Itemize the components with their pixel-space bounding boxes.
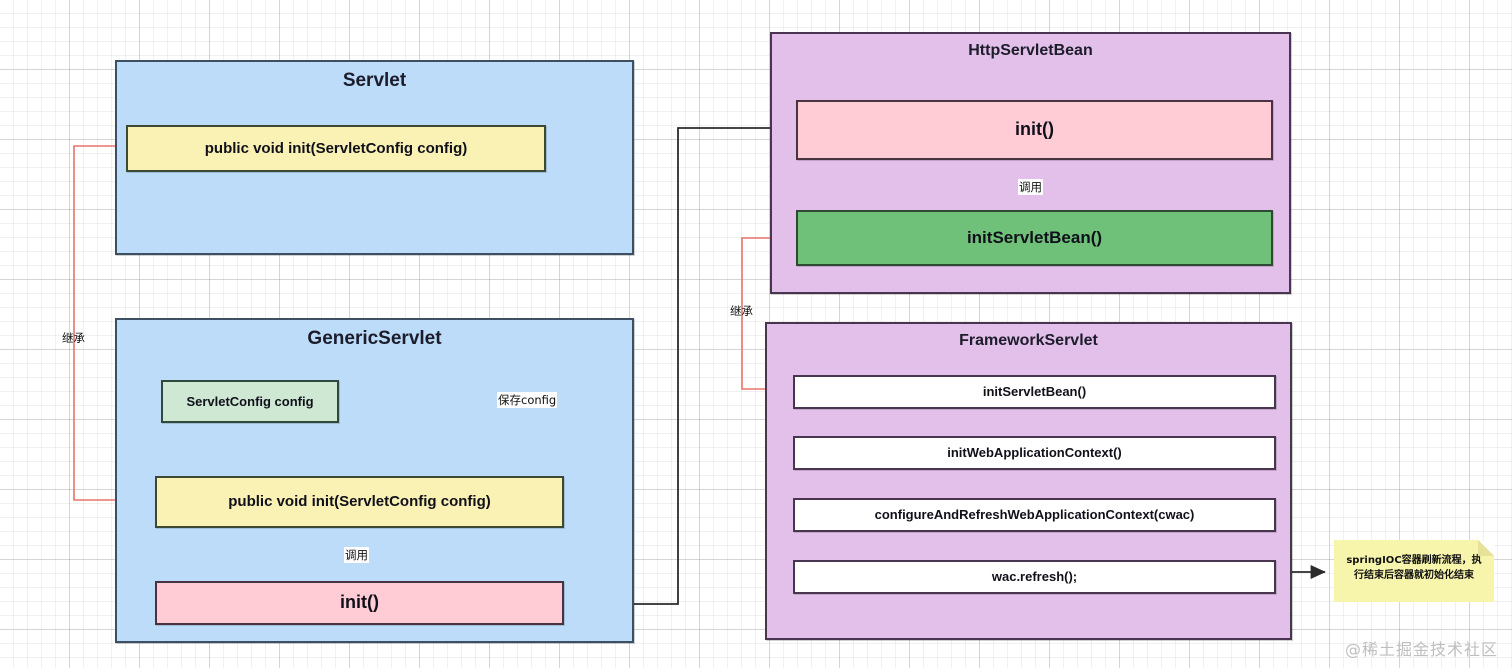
method-label: initServletBean(): [982, 384, 1087, 400]
node-generic-servlet-title: GenericServlet: [307, 328, 442, 349]
edge-label-call-generic: 调用: [344, 547, 369, 563]
method-fw-configure-and-refresh[interactable]: configureAndRefreshWebApplicationContext…: [793, 498, 1276, 532]
method-label: wac.refresh();: [991, 569, 1078, 585]
edge-label-call-http-bean: 调用: [1018, 179, 1043, 195]
watermark: @稀土掘金技术社区: [1344, 640, 1498, 659]
node-http-servlet-bean[interactable]: HttpServletBean init() initServletBean(): [770, 32, 1291, 294]
method-fw-init-web-application-context[interactable]: initWebApplicationContext(): [793, 436, 1276, 470]
note-fold-corner: [1478, 540, 1494, 556]
method-label: init(): [1015, 119, 1054, 140]
note-spring-ioc-refresh[interactable]: springIOC容器刷新流程，执 行结束后容器就初始化结束: [1334, 540, 1494, 602]
field-servlet-config[interactable]: ServletConfig config: [161, 380, 339, 423]
method-label: initServletBean(): [966, 227, 1103, 247]
method-generic-init[interactable]: init(): [155, 581, 564, 625]
edge-inherit-right: [741, 237, 794, 396]
note-line-2: 行结束后容器就初始化结束: [1354, 569, 1474, 581]
edge-label-save-config: 保存config: [497, 392, 558, 408]
method-httpbean-init[interactable]: init(): [796, 100, 1273, 160]
node-servlet-title: Servlet: [342, 70, 407, 91]
field-label: ServletConfig config: [186, 393, 314, 409]
node-framework-servlet-title: FrameworkServlet: [959, 332, 1098, 349]
method-generic-init-config[interactable]: public void init(ServletConfig config): [155, 476, 564, 528]
method-label: public void init(ServletConfig config): [228, 493, 491, 510]
node-http-servlet-bean-title: HttpServletBean: [968, 42, 1093, 59]
method-httpbean-init-servlet-bean[interactable]: initServletBean(): [796, 210, 1273, 266]
method-servlet-init-config[interactable]: public void init(ServletConfig config): [126, 125, 546, 172]
node-servlet[interactable]: Servlet public void init(ServletConfig c…: [115, 60, 634, 255]
node-generic-servlet[interactable]: GenericServlet ServletConfig config publ…: [115, 318, 634, 643]
note-line-1: springIOC容器刷新流程，执: [1346, 555, 1482, 566]
edge-label-inherit-right: 继承: [730, 304, 753, 318]
edge-inherit-left: [73, 145, 149, 507]
node-framework-servlet[interactable]: FrameworkServlet initServletBean() initW…: [765, 322, 1292, 640]
method-fw-init-servlet-bean[interactable]: initServletBean(): [793, 375, 1276, 409]
method-label: configureAndRefreshWebApplicationContext…: [874, 507, 1195, 523]
method-label: init(): [340, 592, 379, 613]
method-label: public void init(ServletConfig config): [204, 139, 468, 157]
edge-label-inherit-left: 继承: [62, 331, 85, 345]
method-label: initWebApplicationContext(): [947, 445, 1122, 461]
method-fw-wac-refresh[interactable]: wac.refresh();: [793, 560, 1276, 594]
